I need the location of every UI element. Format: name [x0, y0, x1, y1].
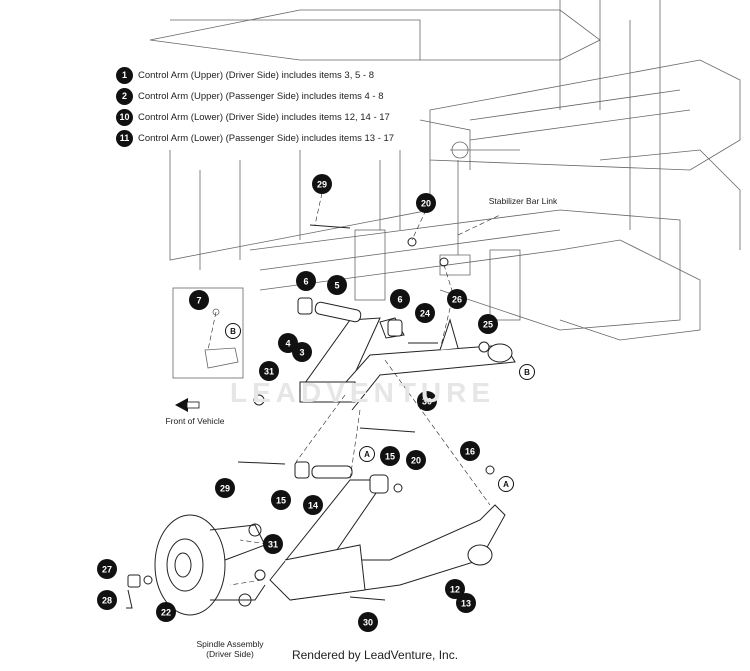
svg-text:3: 3: [299, 348, 304, 358]
svg-text:27: 27: [102, 565, 112, 575]
callout-7: 7: [189, 290, 209, 310]
callout-29: 29: [312, 174, 332, 194]
callout-3: 3: [292, 342, 312, 362]
callout-20: 20: [416, 193, 436, 213]
svg-text:31: 31: [264, 367, 274, 377]
svg-text:6: 6: [397, 295, 402, 305]
svg-text:14: 14: [308, 501, 318, 511]
stabilizer-bar-link-label: Stabilizer Bar Link: [488, 196, 558, 206]
callout-30: 30: [358, 612, 378, 632]
svg-text:16: 16: [465, 447, 475, 457]
svg-text:A: A: [503, 480, 509, 489]
reference-b: B: [225, 323, 241, 339]
callout-31: 31: [263, 534, 283, 554]
upper-control-arm: [299, 317, 516, 411]
svg-text:7: 7: [196, 296, 201, 306]
legend-row: 1 Control Arm (Upper) (Driver Side) incl…: [116, 66, 374, 84]
spindle-assembly-label: Spindle Assembly (Driver Side): [196, 639, 264, 659]
svg-text:29: 29: [220, 484, 230, 494]
callout-29: 29: [215, 478, 235, 498]
legend-text: Control Arm (Lower) (Passenger Side) inc…: [138, 132, 395, 144]
watermark: LEADVENTURE: [230, 377, 496, 408]
legend-text: Control Arm (Upper) (Passenger Side) inc…: [138, 90, 384, 102]
svg-text:12: 12: [450, 585, 460, 595]
callout-16: 16: [460, 441, 480, 461]
lower-control-arm: [237, 461, 506, 601]
callout-27: 27: [97, 559, 117, 579]
upper-hardware: [253, 224, 490, 433]
callout-26: 26: [447, 289, 467, 309]
svg-text:4: 4: [285, 339, 290, 349]
svg-text:20: 20: [411, 456, 421, 466]
svg-text:13: 13: [461, 599, 471, 609]
svg-text:B: B: [230, 327, 236, 336]
front-of-vehicle-label: Front of Vehicle: [165, 416, 225, 426]
callout-15: 15: [380, 446, 400, 466]
callout-5: 5: [327, 275, 347, 295]
front-arrow-icon: [175, 398, 200, 412]
svg-text:26: 26: [452, 295, 462, 305]
reference-a: A: [498, 476, 514, 492]
callout-22: 22: [156, 602, 176, 622]
callout-14: 14: [303, 495, 323, 515]
svg-text:30: 30: [363, 618, 373, 628]
svg-text:B: B: [524, 368, 530, 377]
legend-row: 2 Control Arm (Upper) (Passenger Side) i…: [116, 87, 384, 105]
callout-6: 6: [390, 289, 410, 309]
callout-markers: 29 20 6 5 6 24 26 25 43 31 30 7 16 15 20 29 15 14 31 27 28 22…: [97, 174, 498, 632]
legend-number: 11: [116, 129, 133, 147]
legend-number: 2: [116, 87, 133, 105]
vehicle-frame: [149, 0, 741, 341]
legend-text: Control Arm (Lower) (Driver Side) includ…: [138, 111, 390, 123]
callout-28: 28: [97, 590, 117, 610]
footer-credit: Rendered by LeadVenture, Inc.: [291, 648, 459, 662]
reference-b: B: [519, 364, 535, 380]
svg-text:20: 20: [421, 199, 431, 209]
callout-31: 31: [259, 361, 279, 381]
svg-text:28: 28: [102, 596, 112, 606]
callout-24: 24: [415, 303, 435, 323]
svg-text:22: 22: [161, 608, 171, 618]
reference-markers: B B A A: [225, 323, 535, 492]
svg-text:6: 6: [303, 277, 308, 287]
svg-text:29: 29: [317, 180, 327, 190]
callout-30: 30: [417, 391, 437, 411]
legend-text: Control Arm (Upper) (Driver Side) includ…: [138, 69, 374, 81]
detail-inset: [172, 287, 244, 379]
callout-12: 12: [445, 579, 465, 599]
svg-text:31: 31: [268, 540, 278, 550]
svg-text:24: 24: [420, 309, 430, 319]
svg-text:15: 15: [276, 496, 286, 506]
svg-text:5: 5: [334, 281, 339, 291]
reference-a: A: [359, 446, 375, 462]
svg-text:15: 15: [385, 452, 395, 462]
svg-text:25: 25: [483, 320, 493, 330]
callout-15: 15: [271, 490, 291, 510]
legend: 1 Control Arm (Upper) (Driver Side) incl…: [110, 64, 418, 150]
spindle-assembly: [126, 514, 266, 616]
legend-row: 10 Control Arm (Lower) (Driver Side) inc…: [116, 108, 390, 126]
legend-number: 1: [116, 66, 133, 84]
legend-row: 11 Control Arm (Lower) (Passenger Side) …: [116, 129, 394, 147]
svg-text:A: A: [364, 450, 370, 459]
callout-20: 20: [406, 450, 426, 470]
leader-lines: [207, 192, 501, 586]
callout-13: 13: [456, 593, 476, 613]
legend-number: 10: [116, 108, 133, 126]
callout-6: 6: [296, 271, 316, 291]
callout-25: 25: [478, 314, 498, 334]
svg-text:30: 30: [422, 397, 432, 407]
